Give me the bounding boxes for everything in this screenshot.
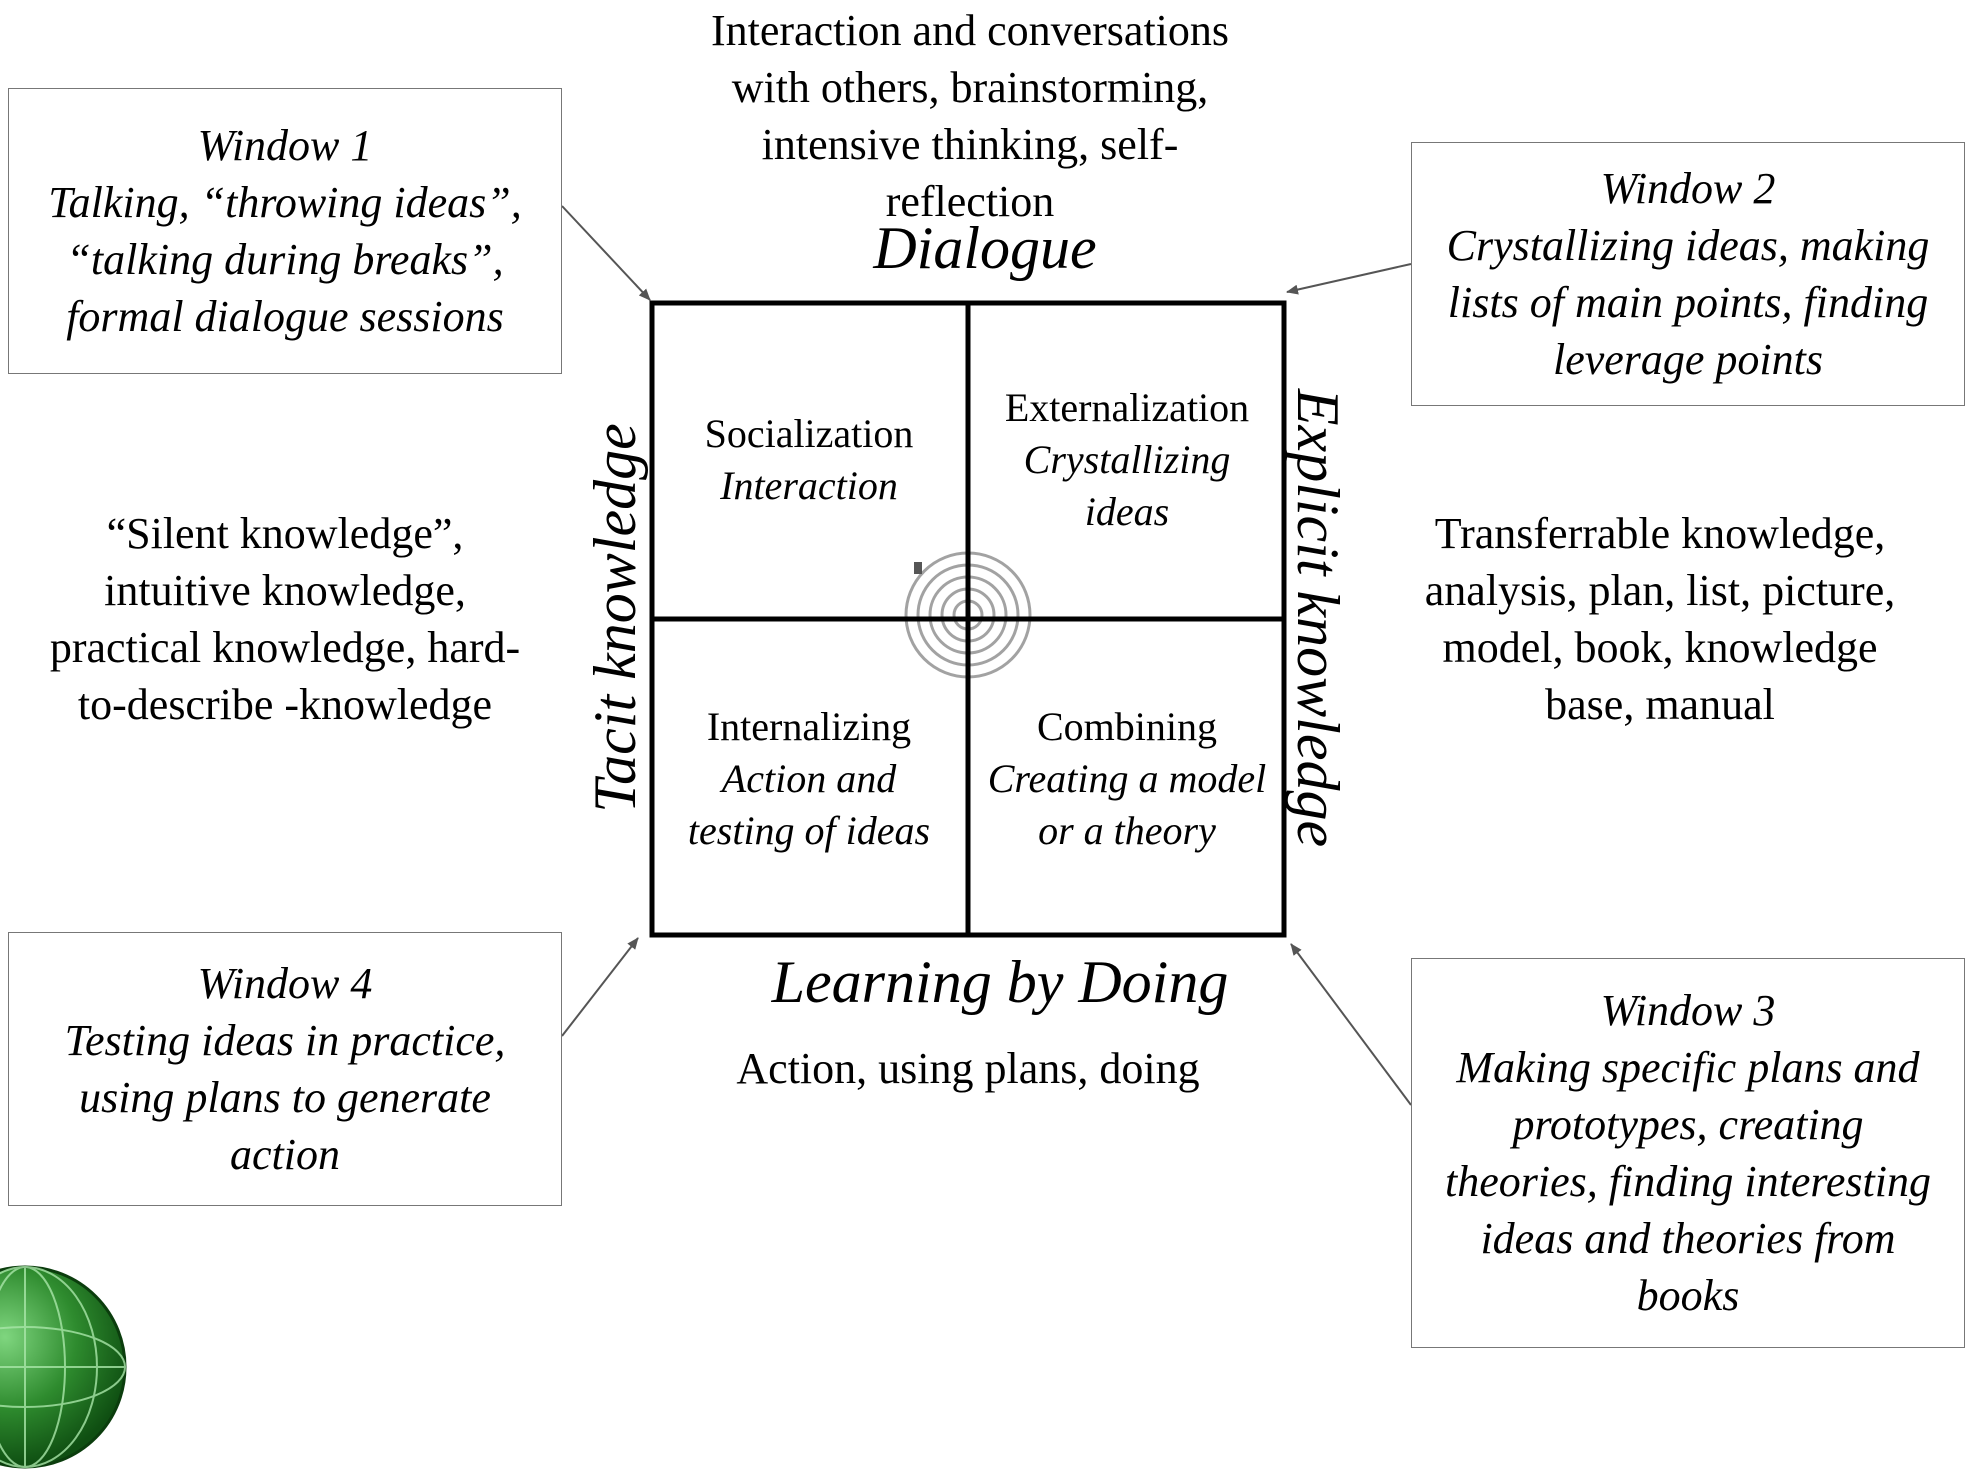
window-3-line: theories, finding interesting xyxy=(1445,1157,1931,1206)
window-2-line: lists of main points, finding xyxy=(1447,278,1929,327)
quadrant-subtitle: Creating a model or a theory xyxy=(987,756,1267,853)
axis-label-explicit-knowledge: Explicit knowledge xyxy=(1285,388,1351,848)
window-1-line: formal dialogue sessions xyxy=(66,292,504,341)
window-4-line: Testing ideas in practice, xyxy=(64,1016,506,1065)
quadrant-title: Socialization xyxy=(704,411,914,456)
learning-by-doing-description: Action, using plans, doing xyxy=(736,1044,1200,1093)
quadrant-externalization: Externalization Crystallizing ideas xyxy=(970,305,1284,615)
window-4-line: action xyxy=(230,1130,340,1179)
window-4-title: Window 4 xyxy=(197,959,373,1008)
window-3-line: Making specific plans and xyxy=(1456,1043,1920,1092)
explicit-knowledge-description: Transferrable knowledge, analysis, plan,… xyxy=(1424,509,1896,729)
arrow-window-4 xyxy=(561,937,639,1037)
window-3-box: Window 3 Making specific plans and proto… xyxy=(1411,958,1965,1348)
tacit-knowledge-description: “Silent knowledge”, intuitive knowledge,… xyxy=(49,509,521,729)
quadrant-title: Combining xyxy=(1036,704,1218,749)
quadrant-title: Externalization xyxy=(1004,385,1250,430)
window-3-line: books xyxy=(1636,1271,1740,1320)
axis-label-learning-by-doing: Learning by Doing xyxy=(771,949,1229,1015)
window-1-line: Talking, “throwing ideas”, xyxy=(48,178,522,227)
axis-label-dialogue: Dialogue xyxy=(873,215,1097,281)
quadrant-title: Internalizing xyxy=(706,704,912,749)
quadrant-combining: Combining Creating a model or a theory xyxy=(970,619,1284,939)
quadrant-internalizing: Internalizing Action and testing of idea… xyxy=(652,619,966,939)
window-1-line: “talking during breaks”, xyxy=(66,235,504,284)
window-3-text: Window 3 Making specific plans and proto… xyxy=(1445,982,1931,1324)
window-2-title: Window 2 xyxy=(1600,164,1776,213)
window-4-box: Window 4 Testing ideas in practice, usin… xyxy=(8,932,562,1206)
window-3-title: Window 3 xyxy=(1600,986,1776,1035)
axis-label-tacit-knowledge: Tacit knowledge xyxy=(582,423,648,813)
window-4-line: using plans to generate xyxy=(79,1073,491,1122)
window-3-line: prototypes, creating xyxy=(1512,1100,1864,1149)
quadrant-socialization: Socialization Interaction xyxy=(652,305,966,615)
arrow-window-3 xyxy=(1290,943,1412,1106)
window-2-text: Window 2 Crystallizing ideas, making lis… xyxy=(1447,160,1930,388)
quadrant-subtitle: Crystallizing ideas xyxy=(1023,437,1231,534)
window-3-line: ideas and theories from xyxy=(1480,1214,1896,1263)
window-1-title: Window 1 xyxy=(197,121,373,170)
window-2-box: Window 2 Crystallizing ideas, making lis… xyxy=(1411,142,1965,406)
globe-logo-icon xyxy=(0,1265,127,1469)
quadrant-subtitle: Interaction xyxy=(720,463,898,508)
window-1-text: Window 1 Talking, “throwing ideas”, “tal… xyxy=(48,117,522,345)
arrow-window-2 xyxy=(1286,263,1412,295)
window-2-line: leverage points xyxy=(1552,335,1824,384)
dialogue-description: Interaction and conversations with other… xyxy=(710,6,1230,226)
window-4-text: Window 4 Testing ideas in practice, usin… xyxy=(65,955,506,1183)
window-2-line: Crystallizing ideas, making xyxy=(1446,221,1930,270)
quadrant-subtitle: Action and testing of ideas xyxy=(687,756,931,853)
window-1-box: Window 1 Talking, “throwing ideas”, “tal… xyxy=(8,88,562,374)
